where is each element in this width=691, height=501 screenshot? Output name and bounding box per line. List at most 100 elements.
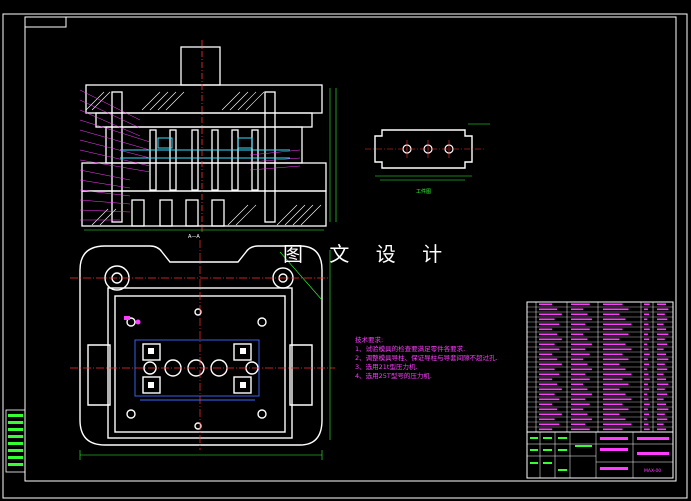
bom-cell-mark — [539, 423, 560, 426]
bom-cell-mark — [644, 383, 648, 386]
bom-cell-mark — [539, 338, 562, 341]
bom-cell-mark — [539, 303, 553, 306]
bom-cell-mark — [571, 423, 586, 426]
bom-cell-mark — [657, 373, 664, 376]
bom-cell-mark — [539, 313, 562, 316]
bom-cell-mark — [657, 313, 665, 316]
bom-cell-mark — [644, 388, 650, 391]
bom-cell-mark — [603, 333, 629, 336]
bom-cell-mark — [571, 348, 586, 351]
technical-notes: 技术要求: 1、试验模具的检查要满足零件各要求. 2、调整模具导柱、保证导柱与导… — [355, 336, 498, 381]
bom-cell-mark — [539, 428, 553, 431]
bom-cell-mark — [644, 423, 649, 426]
bom-cell-mark — [571, 383, 584, 386]
bom-cell-mark — [657, 393, 668, 396]
bom-cell-mark — [539, 418, 555, 421]
bom-cell-mark — [644, 428, 650, 431]
bom-cell-mark — [571, 358, 584, 361]
bom-cell-mark — [571, 308, 584, 311]
bom-cell-mark — [539, 323, 560, 326]
bom-cell-mark — [644, 328, 650, 331]
bom-cell-mark — [603, 323, 632, 326]
bom-cell-mark — [603, 328, 623, 331]
plan-dimensions — [79, 250, 331, 460]
bom-cell-mark — [571, 338, 588, 341]
bom-cell-mark — [657, 333, 669, 336]
bom-cell-mark — [603, 393, 626, 396]
bom-cell-mark — [644, 408, 648, 411]
sheet-outer-border — [2, 13, 688, 499]
bom-cell-mark — [657, 348, 664, 351]
bom-cell-mark — [571, 363, 588, 366]
bom-cell-mark — [571, 303, 590, 306]
bom-cell-mark — [539, 348, 560, 351]
bom-cell-mark — [657, 403, 666, 406]
bom-cell-mark — [644, 373, 649, 376]
bom-cell-mark — [657, 418, 668, 421]
bom-cell-mark — [539, 333, 557, 336]
bom-cell-mark — [571, 368, 592, 371]
note-item: 2、调整模具导柱、保证导柱与导套间隙不超过孔. — [355, 354, 498, 362]
bom-cell-mark — [644, 393, 648, 396]
bom-cell-mark — [644, 368, 648, 371]
bom-cell-mark — [571, 333, 584, 336]
bom-cell-mark — [603, 398, 632, 401]
bom-cell-mark — [539, 383, 557, 386]
bom-cell-mark — [571, 393, 592, 396]
bom-cell-mark — [657, 368, 668, 371]
plan-markers — [124, 316, 141, 325]
bom-cell-mark — [571, 398, 586, 401]
bom-cell-mark — [644, 413, 650, 416]
bom-cell-mark — [603, 423, 632, 426]
bom-cell-mark — [539, 393, 555, 396]
bom-cell-mark — [571, 428, 590, 431]
workpiece-label: 工件图 — [416, 188, 431, 195]
note-item: 3、选用21t型压力机. — [355, 363, 418, 371]
bom-cell-mark — [539, 413, 562, 416]
bom-cell-mark — [657, 353, 666, 356]
part-leaders-left — [79, 89, 151, 221]
bom-cell-mark — [571, 413, 588, 416]
bom-cell-mark — [571, 353, 590, 356]
plan-view-pads-fill — [148, 348, 246, 388]
bom-cell-mark — [644, 363, 650, 366]
watermark-text: 图 文 设 计 — [283, 242, 453, 266]
bom-cell-mark — [539, 388, 562, 391]
bom-cell-mark — [603, 363, 620, 366]
bom-cell-mark — [644, 318, 648, 321]
title-block: MAX-00 — [526, 431, 674, 479]
bom-cell-mark — [657, 408, 669, 411]
bom-cell-mark — [644, 418, 648, 421]
bom-cell-mark — [603, 358, 629, 361]
title-block-code: MAX-00 — [644, 468, 661, 474]
sheet-inner-border — [24, 16, 677, 482]
bom-cell-mark — [657, 398, 664, 401]
bom-cell-mark — [603, 338, 620, 341]
section-label: A—A — [188, 234, 200, 240]
bom-cell-mark — [657, 303, 666, 306]
bom-cell-mark — [571, 323, 586, 326]
plan-view — [79, 245, 323, 446]
bom-cell-mark — [657, 343, 668, 346]
bom-cell-mark — [603, 373, 632, 376]
bom-cell-mark — [657, 358, 669, 361]
bom-cell-mark — [539, 378, 553, 381]
bom-cell-mark — [539, 308, 557, 311]
notes-title: 技术要求: — [355, 336, 384, 344]
bom-cell-mark — [603, 408, 629, 411]
bom-cell-mark — [644, 343, 648, 346]
bom-cell-mark — [539, 368, 555, 371]
bom-cell-mark — [644, 313, 650, 316]
corner-tab — [24, 16, 67, 28]
bom-cell-mark — [644, 333, 648, 336]
bom-cell-mark — [657, 413, 665, 416]
bom-cell-mark — [603, 383, 629, 386]
plan-center-lines — [70, 240, 335, 450]
bom-cell-mark — [657, 388, 665, 391]
bom-cell-mark — [644, 403, 650, 406]
bom-cell-mark — [571, 418, 592, 421]
section-view — [81, 46, 327, 227]
bom-cell-mark — [539, 353, 553, 356]
bom-cell-mark — [603, 418, 626, 421]
